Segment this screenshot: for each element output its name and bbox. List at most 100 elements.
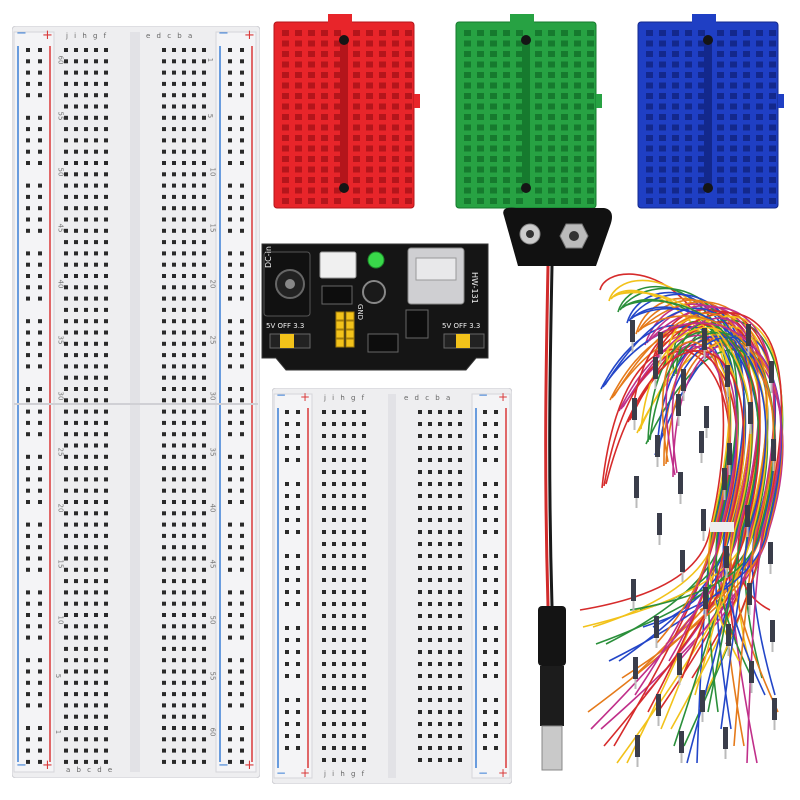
breadboard-hole (428, 446, 432, 450)
rail-hole (296, 482, 300, 486)
breadboard-hole (64, 307, 68, 312)
rail-hole (494, 566, 498, 570)
rail-hole (296, 554, 300, 558)
rail-hole (38, 70, 42, 75)
mini-board-hole (353, 61, 360, 68)
rail-hole (240, 477, 244, 482)
breadboard-hole (172, 48, 176, 52)
rail-hole (38, 635, 42, 640)
breadboard-hole (172, 70, 176, 75)
rail-hole (38, 81, 42, 86)
mini-board-hole (490, 124, 497, 131)
breadboard-hole (104, 353, 108, 358)
breadboard-hole (322, 518, 326, 522)
breadboard-hole (182, 680, 186, 685)
mini-board-hole (334, 135, 341, 141)
rail-hole (26, 488, 30, 493)
mini-board-hole (587, 124, 594, 131)
mini-board-hole (659, 40, 666, 47)
mini-board-hole (503, 72, 510, 78)
breadboard-hole (202, 375, 206, 380)
breadboard-hole (94, 217, 98, 222)
mini-board-hole (743, 114, 750, 120)
rail-hole (240, 488, 244, 493)
breadboard-hole (458, 530, 462, 534)
rail-hole (26, 590, 30, 595)
mini-board-hole (490, 198, 497, 204)
breadboard-hole (104, 274, 108, 278)
mini-board-hole (308, 72, 315, 78)
mini-board-hole (477, 82, 484, 89)
mini-board-hole (535, 103, 542, 110)
rail-hole (38, 545, 42, 550)
mini-board-hole (503, 93, 510, 99)
mini-board-hole (756, 135, 763, 141)
breadboard-hole (104, 296, 108, 301)
mini-board-hole (321, 82, 328, 89)
mini-board-hole (587, 40, 594, 47)
wire-pin (727, 646, 730, 656)
mini-board-hole (730, 166, 737, 173)
breadboard-hole (438, 578, 442, 582)
breadboard-hole (202, 533, 206, 538)
rail-hole (228, 703, 232, 708)
breadboard-hole (342, 494, 346, 498)
rail-hole (26, 138, 30, 143)
breadboard-hole (322, 434, 326, 438)
mini-board-hole (464, 124, 471, 131)
breadboard-hole (192, 115, 196, 120)
breadboard-hole (74, 646, 78, 651)
mini-board-hole (587, 166, 594, 173)
mini-board-hole (659, 135, 666, 141)
breadboard-hole (84, 443, 88, 448)
breadboard-hole (352, 614, 356, 618)
breadboard-hole (172, 285, 176, 290)
mini-board-hole (646, 156, 653, 162)
mini-board-hole (308, 114, 315, 120)
rail-hole (285, 746, 289, 750)
breadboard-hole (104, 70, 108, 75)
breadboard-hole (322, 482, 326, 486)
mini-board-hole (392, 114, 399, 120)
mini-board-hole (321, 156, 328, 162)
breadboard-hole (322, 734, 326, 738)
mini-board-hole (477, 145, 484, 152)
mini-board-tab (328, 14, 352, 24)
breadboard-hole (64, 680, 68, 685)
mini-board-hole (321, 124, 328, 131)
mini-board-hole (379, 166, 386, 173)
breadboard-hole (448, 470, 452, 474)
rail-hole (296, 578, 300, 582)
wire-pin (631, 342, 634, 352)
mini-board-hole (717, 30, 724, 36)
breadboard-hole (104, 748, 108, 753)
breadboard-hole (74, 296, 78, 301)
breadboard-hole (182, 341, 186, 346)
breadboard-hole (182, 669, 186, 674)
breadboard-hole (192, 251, 196, 256)
breadboard-hole (428, 554, 432, 558)
rail-hole (38, 556, 42, 561)
breadboard-hole (332, 602, 336, 606)
breadboard-hole (172, 183, 176, 188)
breadboard-hole (448, 590, 452, 594)
breadboard-hole (342, 674, 346, 678)
breadboard-hole (74, 454, 78, 459)
rail-hole (38, 500, 42, 504)
rail-hole (494, 602, 498, 606)
breadboard-hole (162, 70, 166, 75)
breadboard-hole (64, 466, 68, 471)
mini-board-hole (464, 30, 471, 36)
breadboard-hole (192, 353, 196, 358)
breadboard-hole (94, 613, 98, 617)
breadboard-hole (362, 650, 366, 654)
breadboard-hole (74, 714, 78, 719)
mini-board-hole (334, 166, 341, 173)
mini-board-hole (535, 72, 542, 78)
wire-connector (701, 509, 706, 531)
breadboard-hole (74, 206, 78, 211)
breadboard-hole (448, 446, 452, 450)
mini-board-hole (535, 177, 542, 183)
mini-board-hole (503, 135, 510, 141)
rail-hole (38, 48, 42, 52)
